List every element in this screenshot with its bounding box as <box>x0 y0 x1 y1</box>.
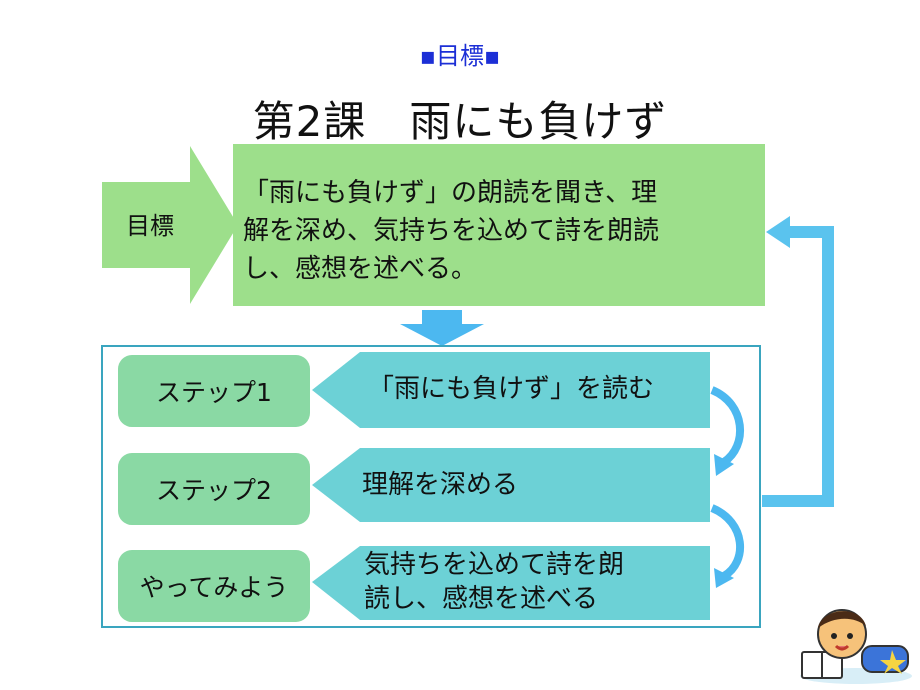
step-label: ステップ1 <box>118 355 310 427</box>
step-content: 「雨にも負けず」を読む <box>368 372 654 406</box>
page-title: 第2課 雨にも負けず <box>252 97 668 146</box>
step-content-line: 読し、感想を述べる <box>364 584 599 614</box>
curved-arrows <box>710 386 745 588</box>
header-label: ▪目標▪ <box>419 42 501 70</box>
curved-arrow-down-icon <box>710 386 745 476</box>
step-content-shape <box>312 546 710 620</box>
step-label: ステップ2 <box>118 453 310 525</box>
step-content: 理解を深める <box>362 468 518 502</box>
step-content-shapes <box>312 352 710 620</box>
goal-text-line: 「雨にも負けず」の朗読を聞き、理 <box>243 178 658 208</box>
step-content-line: 理解を深める <box>362 470 519 500</box>
step-content-line: 「雨にも負けず」を読む <box>368 374 655 404</box>
goal-label: 目標 <box>126 212 174 240</box>
goal-text-box: 「雨にも負けず」の朗読を聞き、理 解を深め、気持ちを込めて詩を朗読 し、感想を述… <box>233 144 765 306</box>
steps-frame <box>101 345 761 628</box>
goal-text-line: し、感想を述べる。 <box>243 254 478 284</box>
arrow-down-icon <box>400 310 484 346</box>
step-content-line: 気持ちを込めて詩を朗 <box>364 550 625 580</box>
goal-arrow-icon <box>102 146 238 304</box>
step-content-shape <box>312 448 710 522</box>
reading-kid-illustration <box>800 609 912 684</box>
step-content: 気持ちを込めて詩を朗 読し、感想を述べる <box>364 548 624 616</box>
step-label: やってみよう <box>118 550 310 622</box>
return-arrow-icon <box>762 216 834 507</box>
step-content-shape <box>312 352 710 428</box>
curved-arrow-down-icon <box>710 504 745 588</box>
goal-text-line: 解を深め、気持ちを込めて詩を朗読 <box>243 216 660 246</box>
